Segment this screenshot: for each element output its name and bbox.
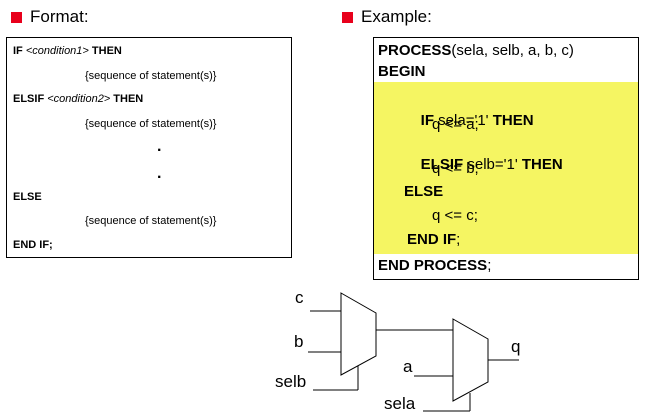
- format-box: IF <condition1> THEN {sequence of statem…: [6, 37, 292, 258]
- assign-a: q <= a;: [432, 116, 479, 133]
- endprocess-semicolon: ;: [487, 257, 492, 274]
- format-sequence-1: {sequence of statement(s)}: [85, 70, 217, 82]
- example-elsif-condition: selb='1': [463, 156, 522, 173]
- format-sequence-2: {sequence of statement(s)}: [85, 118, 217, 130]
- example-box: PROCESS(sela, selb, a, b, c) BEGIN IF se…: [373, 37, 639, 280]
- label-selb: selb: [275, 372, 307, 391]
- format-condition1: <condition1>: [25, 45, 89, 57]
- mux2-trapezoid: [452, 318, 489, 402]
- format-heading: Format:: [30, 7, 89, 26]
- process-sensitivity-list: (sela, selb, a, b, c): [451, 42, 574, 59]
- assign-c: q <= c;: [432, 207, 478, 224]
- endprocess-keyword: END PROCESS: [378, 257, 488, 274]
- example-if-keyword: IF: [420, 112, 435, 129]
- format-then-keyword-1: THEN: [91, 45, 122, 57]
- format-line-if: IF <condition1> THEN: [13, 44, 122, 58]
- example-endif-keyword: END IF: [407, 231, 457, 248]
- format-elsif-keyword: ELSIF: [13, 93, 45, 105]
- example-line-endif: END IF;: [407, 231, 460, 249]
- example-heading: Example:: [361, 7, 432, 26]
- format-if-keyword: IF: [13, 45, 23, 57]
- label-b: b: [294, 332, 304, 351]
- format-then-keyword-2: THEN: [113, 93, 144, 105]
- example-line-endprocess: END PROCESS;: [378, 257, 491, 275]
- label-c: c: [295, 288, 304, 307]
- format-sequence-3: {sequence of statement(s)}: [85, 215, 217, 227]
- example-line-process: PROCESS(sela, selb, a, b, c): [378, 42, 574, 60]
- assign-b: q <= b;: [432, 160, 479, 177]
- mux1-trapezoid: [340, 292, 377, 376]
- format-endif-keyword: END IF;: [13, 239, 53, 251]
- example-elsif-keyword: ELSIF: [420, 156, 464, 173]
- process-keyword: PROCESS: [378, 42, 452, 59]
- format-condition2: <condition2>: [47, 93, 111, 105]
- example-if-condition: sela='1': [434, 112, 493, 129]
- highlight-block: [374, 82, 638, 254]
- example-line-if: IF sela='1' THEN: [404, 94, 534, 148]
- format-ellipsis-dot-1: .: [157, 138, 162, 155]
- example-else-keyword: ELSE: [404, 183, 444, 200]
- example-then-keyword-2: THEN: [521, 156, 563, 173]
- example-then-keyword-1: THEN: [492, 112, 534, 129]
- label-a: a: [403, 357, 413, 376]
- example-bullet-icon: [342, 12, 353, 23]
- format-bullet-icon: [11, 12, 22, 23]
- example-line-elsif: ELSIF selb='1' THEN: [404, 138, 563, 192]
- label-q: q: [511, 337, 521, 356]
- format-ellipsis-dot-2: .: [157, 165, 162, 182]
- format-else-keyword: ELSE: [13, 191, 42, 203]
- example-endif-semicolon: ;: [456, 231, 461, 248]
- label-sela: sela: [384, 394, 416, 413]
- begin-keyword: BEGIN: [378, 63, 426, 80]
- format-line-elsif: ELSIF <condition2> THEN: [13, 92, 143, 106]
